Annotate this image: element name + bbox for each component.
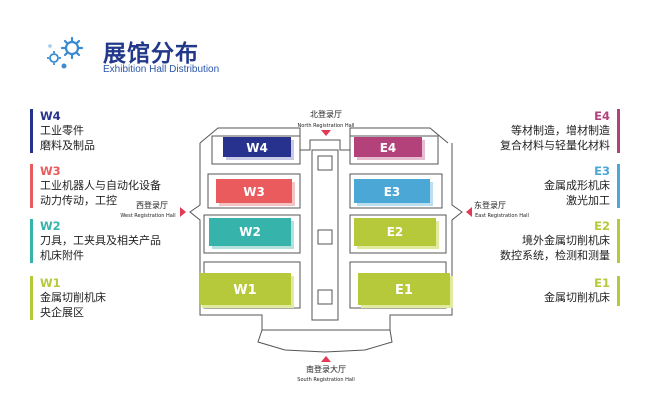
- hall-block-w3: W3: [216, 179, 295, 206]
- entrance-label-cn: 南登录大厅: [306, 364, 346, 374]
- hall-code: E1: [594, 276, 610, 290]
- hall-category: 动力传动，工控: [40, 194, 117, 207]
- hall-category: 刀具，工夹具及相关产品: [40, 234, 161, 247]
- hall-code: E3: [594, 164, 610, 178]
- entrance-label-en: East Registration Hall: [475, 213, 529, 219]
- hall-code: E2: [594, 219, 610, 233]
- color-bar: [617, 276, 620, 306]
- color-bar: [617, 219, 620, 263]
- hall-label: E2: [387, 225, 404, 239]
- entrance-label-cn: 西登录厅: [136, 200, 168, 210]
- hall-category: 激光加工: [566, 194, 610, 207]
- hall-label: W2: [239, 225, 261, 239]
- south-entrance: 南登录大厅 South Registration Hall: [297, 356, 355, 383]
- east-entrance: 东登录厅 East Registration Hall: [466, 200, 529, 219]
- building-outline: [189, 127, 463, 353]
- color-bar: [30, 219, 33, 263]
- hall-category: 央企展区: [40, 306, 84, 319]
- hall-category: 工业零件: [40, 124, 84, 137]
- west-entrance: 西登录厅 West Registration Hall: [120, 200, 186, 219]
- hall-code: W3: [40, 164, 61, 178]
- entrance-label-cn: 东登录厅: [474, 200, 506, 210]
- hall-info-w2: W2 刀具，工夹具及相关产品 机床附件: [30, 219, 240, 263]
- hall-category: 工业机器人与自动化设备: [40, 179, 161, 192]
- hall-code: E4: [594, 109, 610, 123]
- hall-category: 复合材料与轻量化材料: [500, 139, 610, 152]
- hall-label: W4: [246, 141, 268, 155]
- hall-label: E4: [380, 141, 397, 155]
- hall-block-w4: W4: [223, 137, 294, 160]
- hall-label: E3: [384, 185, 401, 199]
- arrow-left-icon: [466, 207, 472, 217]
- hall-block-w2: W2: [209, 218, 294, 249]
- entrance-label-cn: 北登录厅: [310, 109, 342, 119]
- hall-category: 磨料及制品: [40, 139, 95, 152]
- color-bar: [30, 276, 33, 320]
- hall-category: 境外金属切削机床: [522, 234, 610, 247]
- hall-category: 金属切削机床: [544, 291, 610, 304]
- hall-info-e4: E4 等材制造，增材制造 复合材料与轻量化材料: [410, 109, 620, 153]
- color-bar: [30, 109, 33, 153]
- color-bar: [617, 109, 620, 153]
- hall-label: W1: [233, 283, 256, 298]
- entrance-label-en: North Registration Hall: [298, 123, 355, 129]
- arrow-up-icon: [321, 356, 331, 362]
- hall-category: 金属切削机床: [40, 291, 106, 304]
- hall-label: W3: [243, 185, 265, 199]
- north-entrance: 北登录厅 North Registration Hall: [298, 109, 355, 136]
- hall-info-w4: W4 工业零件 磨料及制品: [30, 109, 240, 153]
- hall-code: W4: [40, 109, 61, 123]
- hall-info-e3: E3 金属成形机床 激光加工: [410, 164, 620, 208]
- hall-block-e2: E2: [354, 218, 439, 249]
- color-bar: [30, 164, 33, 208]
- hall-label: E1: [395, 283, 413, 298]
- page-title: 展馆分布: [103, 41, 199, 67]
- hall-category: 机床附件: [40, 249, 84, 262]
- hall-info-w1: W1 金属切削机床 央企展区: [30, 276, 240, 320]
- hall-info-e2: E2 境外金属切削机床 数控系统，检测和测量: [410, 219, 620, 263]
- hall-category: 数控系统，检测和测量: [500, 249, 610, 262]
- hall-code: W1: [40, 276, 61, 290]
- hall-category: 等材制造，增材制造: [511, 124, 610, 137]
- hall-code: W2: [40, 219, 61, 233]
- hall-info-w3: W3 工业机器人与自动化设备 动力传动，工控: [30, 164, 240, 208]
- hall-block-w1: W1: [199, 273, 294, 308]
- gears-logo-icon: [42, 34, 92, 74]
- hall-block-e4: E4: [354, 137, 425, 160]
- color-bar: [617, 164, 620, 208]
- arrow-down-icon: [321, 130, 331, 136]
- arrow-right-icon: [180, 207, 186, 217]
- hall-category: 金属成形机床: [544, 179, 610, 192]
- entrance-label-en: South Registration Hall: [297, 377, 354, 383]
- hall-info-e1: E1 金属切削机床: [410, 276, 620, 306]
- entrance-label-en: West Registration Hall: [120, 213, 175, 219]
- hall-block-e3: E3: [354, 179, 433, 206]
- page-subtitle: Exhibition Hall Distribution: [103, 64, 220, 75]
- hall-block-e1: E1: [358, 273, 453, 308]
